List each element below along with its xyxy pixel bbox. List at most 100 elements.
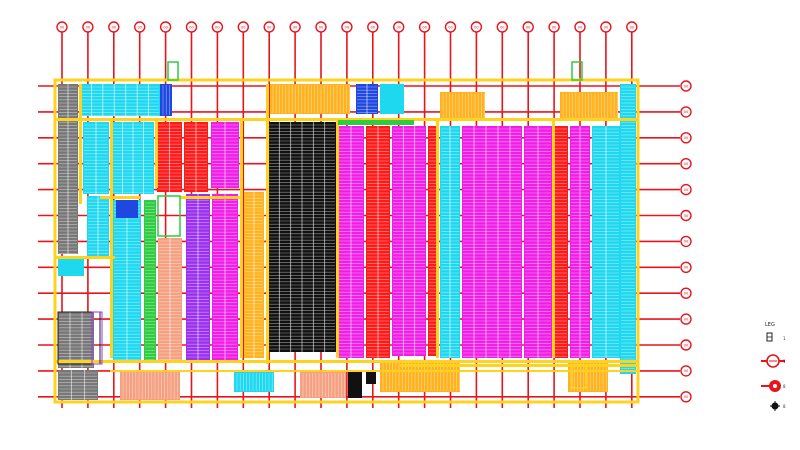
column-grid-bubble-label: 00 xyxy=(189,25,193,29)
aisle-wall xyxy=(180,196,240,199)
column-symbol-icon xyxy=(766,332,773,342)
column-grid-bubble xyxy=(185,21,198,33)
storage-zone xyxy=(234,372,274,392)
column-grid-bubble xyxy=(237,21,250,33)
column-grid-bubble-label: 00 xyxy=(552,25,556,29)
column-grid-bubble-label: 00 xyxy=(293,25,297,29)
column-grid-bubble xyxy=(56,21,68,33)
storage-zone xyxy=(300,372,346,398)
column-grid-bubble-label: 00 xyxy=(396,25,400,29)
dock-marker xyxy=(338,120,414,125)
row-grid-bubble-label: 00 xyxy=(684,292,688,296)
column-grid-bubble xyxy=(470,21,483,33)
row-grid-bubble-label: 00 xyxy=(684,240,688,244)
legend-label-bubble: 1 xyxy=(783,359,786,364)
sprinkler-icon xyxy=(761,380,781,392)
row-grid-bubble xyxy=(680,235,692,248)
row-grid-bubble-label: 00 xyxy=(684,110,688,114)
column-grid-bubble-label: 00 xyxy=(319,25,323,29)
grid-bubble-icon xyxy=(761,354,785,368)
column-grid-bubble-label: 00 xyxy=(60,25,64,29)
column-grid-bubble xyxy=(393,21,405,33)
column-grid-bubble xyxy=(496,21,508,33)
column-grid-bubble-label: 00 xyxy=(86,25,90,29)
row-grid-bubble xyxy=(680,287,692,299)
column-grid-bubble-label: 00 xyxy=(267,25,271,29)
column-grid-bubble xyxy=(444,21,457,33)
column-grid-bubble-label: 00 xyxy=(371,25,375,29)
legend-label-column: 1 xyxy=(783,336,786,341)
office-outline xyxy=(91,311,103,365)
storage-zone xyxy=(116,200,138,218)
dock-marker xyxy=(157,195,181,237)
column-grid-bubble-label: 00 xyxy=(578,25,582,29)
column-grid-bubble-label: 00 xyxy=(422,25,426,29)
row-grid-bubble-label: 00 xyxy=(684,136,688,140)
storage-zone xyxy=(366,372,376,384)
column-grid-bubble xyxy=(522,21,534,33)
column-grid-bubble xyxy=(600,21,612,33)
row-grid-bubble xyxy=(680,106,692,118)
column-grid-bubble xyxy=(367,21,379,33)
storage-zone xyxy=(120,370,180,400)
storage-rack-zones xyxy=(58,84,636,400)
storage-zone xyxy=(560,92,618,120)
aisle-wall xyxy=(400,364,638,367)
column-grid-bubble-label: 00 xyxy=(604,25,608,29)
hydrant-icon xyxy=(770,401,780,411)
dock-marker xyxy=(167,61,179,81)
row-grid-bubble-label: 00 xyxy=(684,188,688,192)
column-grid-bubble-label: 00 xyxy=(526,25,530,29)
column-grid-bubble xyxy=(574,21,586,33)
column-grid-bubble xyxy=(159,21,172,33)
column-grid-bubble-label: 00 xyxy=(112,25,116,29)
column-grid-bubble-label: 00 xyxy=(215,25,219,29)
column-grid-bubble xyxy=(211,21,224,33)
column-grid-bubble xyxy=(263,21,275,33)
storage-zone xyxy=(348,372,362,398)
row-grid-bubble-label: 00 xyxy=(684,84,688,88)
row-grid-bubble-label: 00 xyxy=(684,369,688,373)
row-grid-bubble xyxy=(680,132,692,144)
row-grid-bubble-label: 00 xyxy=(684,317,688,321)
storage-zone xyxy=(462,126,522,358)
row-grid-bubble xyxy=(680,209,692,222)
legend-label-hydrant: 8 xyxy=(783,404,786,409)
aisle-wall xyxy=(336,118,339,358)
storage-zone xyxy=(270,84,350,114)
row-grid-bubble xyxy=(680,365,692,377)
column-grid-bubble-label: 00 xyxy=(137,25,141,29)
row-grid-bubble xyxy=(680,339,692,351)
row-grid-bubble-label: 00 xyxy=(684,162,688,166)
row-grid-bubble xyxy=(680,313,692,325)
aisle-wall xyxy=(55,118,638,121)
column-grid-bubble-label: 00 xyxy=(500,25,504,29)
row-grid-bubble-label: 00 xyxy=(684,395,688,399)
column-grid-bubble xyxy=(418,21,431,33)
legend-label-sprinkler: 8 xyxy=(783,384,786,389)
storage-zone xyxy=(58,370,98,400)
aisle-wall xyxy=(552,118,555,358)
column-grid-bubble xyxy=(341,21,353,33)
row-grid-bubble xyxy=(680,157,692,170)
column-grid-bubble-label: 00 xyxy=(241,25,245,29)
column-grid-bubble-label: 00 xyxy=(630,25,634,29)
column-grid-bubble-label: 00 xyxy=(345,25,349,29)
row-grid-bubble xyxy=(680,391,692,403)
aisle-wall xyxy=(110,370,640,372)
row-grid-bubble xyxy=(680,183,692,196)
storage-zone xyxy=(380,84,404,114)
office-outline xyxy=(57,311,101,365)
row-grid-bubble xyxy=(680,80,692,92)
building-outline xyxy=(53,78,640,404)
dock-marker xyxy=(571,61,583,81)
row-grid-bubble-label: 00 xyxy=(684,266,688,270)
aisle-wall xyxy=(79,84,82,204)
aisle-wall xyxy=(100,196,140,199)
storage-zone xyxy=(554,126,568,358)
legend-title: LEG xyxy=(765,322,775,328)
storage-zone xyxy=(58,256,84,276)
grid-bubbles: 00 00 00 00 00 00 00 00 00 00 00 00 00 00 00 00 00 00 00 00… xyxy=(56,21,692,403)
legend: LEG 1 1 8 8 xyxy=(761,322,786,411)
